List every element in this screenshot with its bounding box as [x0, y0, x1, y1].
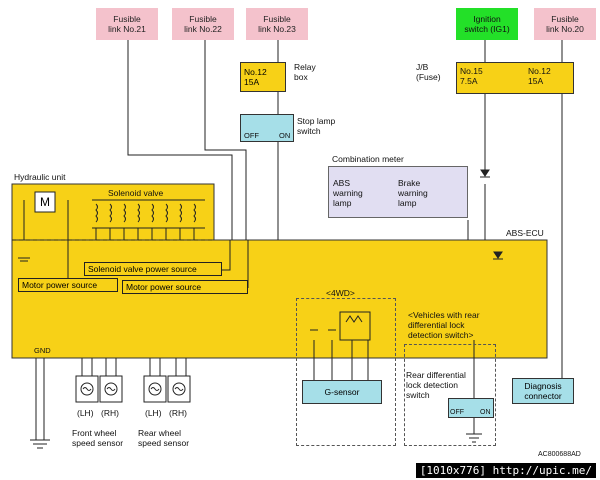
combination-meter-box [328, 166, 468, 218]
jb-fuse-a: No.15 7.5A [460, 66, 483, 86]
solenoid-valve-power-source: Solenoid valve power source [84, 262, 222, 276]
jb-label: J/B (Fuse) [416, 62, 441, 82]
g-sensor-circuit-icon [310, 311, 371, 341]
fourwd-label: <4WD> [326, 288, 355, 298]
g-sensor-box: G-sensor [302, 380, 382, 404]
ignition-switch: Ignition switch (IG1) [456, 8, 518, 40]
stop-lamp-label: Stop lamp switch [297, 116, 336, 136]
motor-power-source-right: Motor power source [122, 280, 248, 294]
hydraulic-unit-label: Hydraulic unit [14, 172, 66, 182]
rear-lh-label: (LH) [145, 408, 162, 418]
stop-lamp-off: OFF [244, 131, 259, 140]
motor-label: M [40, 195, 50, 209]
fourwd-area [296, 298, 396, 446]
diagnosis-connector: Diagnosis connector [512, 378, 574, 404]
rear-diff-off: OFF [450, 409, 464, 416]
abs-warning-lamp-label: ABS warning lamp [333, 178, 363, 208]
stop-lamp-on: ON [279, 131, 291, 140]
front-lh-label: (LH) [77, 408, 94, 418]
abs-ecu-body [11, 239, 548, 359]
motor-icon: M [34, 191, 56, 213]
rear-diff-on: ON [480, 409, 491, 416]
jb-fuse-b: No.12 15A [528, 66, 551, 86]
fusible-link-20: Fusible link No.20 [534, 8, 596, 40]
rear-wheel-sensor-label: Rear wheel speed sensor [138, 428, 190, 448]
front-wheel-sensor-label: Front wheel speed sensor [72, 428, 124, 448]
diode-icons [480, 169, 503, 260]
relay-box-fuse: No.12 15A [240, 62, 286, 92]
rear-rh-label: (RH) [169, 408, 187, 418]
solenoid-coils-icon [95, 203, 196, 223]
fusible-link-21: Fusible link No.21 [96, 8, 158, 40]
wheel-sensor-icons [75, 375, 191, 403]
abs-ecu-label: ABS-ECU [506, 228, 544, 238]
reference-code: AC800688AD [538, 451, 581, 458]
jb-box [456, 62, 574, 94]
rear-diff-note: <Vehicles with rear differential lock de… [408, 310, 480, 340]
fusible-link-22: Fusible link No.22 [172, 8, 234, 40]
rear-diff-switch-label: Rear differential lock detection switch [406, 370, 466, 400]
image-host-footer: [1010x776] http://upic.me/ [415, 463, 596, 478]
brake-warning-lamp-label: Brake warning lamp [398, 178, 428, 208]
solenoid-valve-label: Solenoid valve [108, 188, 164, 198]
ground-icons [18, 257, 482, 449]
gnd-label: GND [34, 346, 51, 355]
front-rh-label: (RH) [101, 408, 119, 418]
motor-power-source-left: Motor power source [18, 278, 118, 292]
combination-meter-title: Combination meter [332, 154, 404, 164]
rear-diff-area [404, 344, 496, 446]
relay-box-label: Relay box [294, 62, 316, 82]
rear-diff-switch-box [448, 398, 494, 418]
fusible-link-23: Fusible link No.23 [246, 8, 308, 40]
stop-lamp-switch-box [240, 114, 294, 142]
